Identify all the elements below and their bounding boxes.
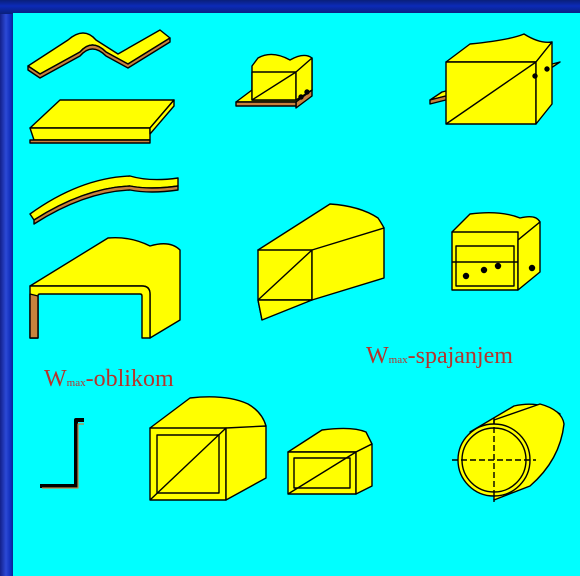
- label-wmax-spajanjem: Wmax-spajanjem: [366, 344, 513, 368]
- label-spajanjem-suffix: -spajanjem: [407, 343, 513, 369]
- flat-rect-tube-profile: [287, 427, 373, 495]
- label-spajanjem-sub: max: [388, 354, 408, 366]
- perforated-hat-profile: [451, 211, 541, 291]
- curved-plate-profile: [29, 175, 179, 225]
- box-on-plate-profile: [235, 53, 313, 109]
- square-tube-profile: [149, 396, 267, 501]
- corrugated-sheet-profile: [27, 29, 171, 79]
- label-wmax-oblikom: Wmax-oblikom: [44, 367, 174, 391]
- label-oblikom-main: W: [44, 366, 67, 392]
- round-tube-profile: [452, 403, 565, 502]
- label-oblikom-sub: max: [66, 377, 86, 389]
- label-oblikom-suffix: -oblikom: [85, 366, 174, 392]
- rect-box-profile: [257, 203, 385, 321]
- hat-profile: [29, 99, 175, 144]
- slide-top-bar: [0, 0, 580, 14]
- z-profile: [40, 418, 84, 489]
- u-channel-profile: [29, 236, 181, 339]
- flanged-box-profile: [429, 33, 561, 125]
- label-spajanjem-main: W: [366, 343, 389, 369]
